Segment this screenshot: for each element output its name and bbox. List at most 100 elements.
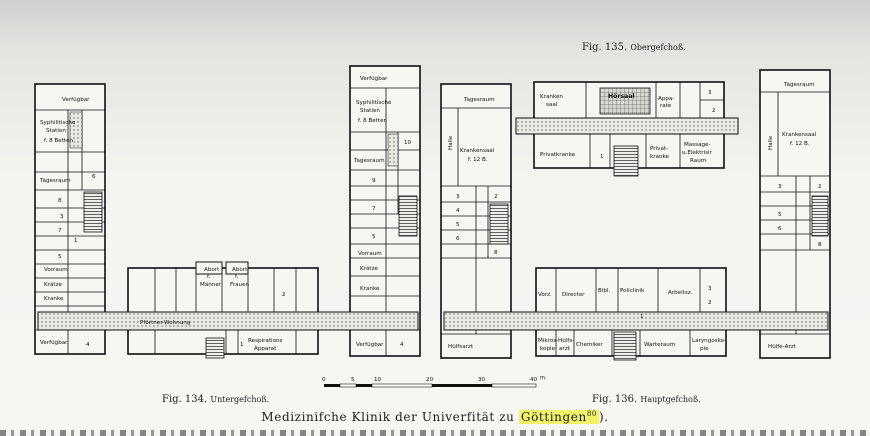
label-privatkranke: Privatkranke [540,152,576,158]
label-ks-ober-a: Kranken [540,94,563,100]
label-bibl: Bibl. [598,288,610,294]
label-hilfs-a: Hülfs- [558,338,574,344]
label-tagesraum-4: Tagesraum [783,82,815,88]
scale-tick: 10 [374,377,382,383]
label-apparate-a: Appa- [658,96,674,102]
room-number: 7 [58,228,62,234]
label-betten-1: f. 8 Betten [44,138,74,144]
room-number: 4 [400,342,404,348]
label-verfuegbar-2: Verfügbar [40,340,68,346]
label-massage-a: Massage- [684,142,711,148]
room-number: 5 [372,234,376,240]
caption-fig-135-title: Obergefchoß. [630,43,686,52]
room-number: 4 [456,208,460,214]
label-kraetze-1: Krätze [44,282,63,288]
label-tagesraum-2: Tagesraum [353,158,385,164]
caption-fig-136: Fig. 136. Hauptgefchoß. [592,394,701,405]
label-vorraum-2: Vorraum [358,251,382,257]
scale-tick: 20 [426,377,434,383]
room-number: 2 [818,184,822,190]
label-director: Director [562,292,585,298]
highlighted-word: Göttingen80 [518,410,599,424]
label-laryng-b: pie [700,346,709,352]
room-number: 3 [708,90,712,96]
caption-fig-136-number: Fig. 136. [592,394,638,405]
room-number: 1 [74,238,78,244]
plan-obergeschoss [515,81,739,177]
label-chemiker: Chemiker [576,342,603,348]
room-numbers: 6 8 3 7 1 5 4 10 9 7 5 4 2 1 3 2 4 5 6 8… [58,90,822,348]
caption-fig-135: Fig. 135. Obergefchoß. [582,42,686,53]
label-privat-a: Privat- [650,146,668,152]
label-arbeitsz: Arbeitsz. [668,290,693,296]
label-vorz: Vorz. [538,292,552,298]
label-privat-b: kranke [650,154,670,160]
label-halle-2: Halle [768,135,774,150]
room-number: 1 [240,342,244,348]
label-syph2-b: Station [360,108,380,114]
label-tagesraum-3: Tagesraum [463,97,495,103]
label-syph-a: Syphilitische [40,120,76,126]
room-number: 7 [372,206,376,212]
room-number: 8 [58,198,62,204]
label-ks12-a2: Krankensaal [782,132,817,138]
label-syph2-a: Syphilitische [356,100,392,106]
label-abort-a2: Abort [232,267,248,273]
label-huelfe-arzt: Hülfe-Arzt [768,344,797,350]
room-number: 5 [778,212,782,218]
label-kraetze-2: Krätze [360,266,379,272]
room-number: 8 [494,250,498,256]
plan-hauptgeschoss [440,69,831,361]
label-vorraum-1: Vorraum [44,267,68,273]
label-resp-a: Respirations [248,338,283,344]
highlight-text: Göttingen [520,410,587,424]
room-number: 3 [708,286,712,292]
caption-fig-134-number: Fig. 134. [162,394,208,405]
room-number: 9 [372,178,376,184]
label-huelfsarzt: Hülfsarzt [448,344,474,350]
label-abort-a1: Abort [204,267,220,273]
caption-fig-134: Fig. 134. Untergefchoß. [162,394,269,405]
main-caption-text: Medizinifche Klinik der Univerfität zu [261,410,515,424]
label-verfuegbar-1: Verfügbar [62,97,90,103]
label-ks12-b2: f. 12 B. [790,141,810,147]
label-verfuegbar-4: Verfügbar [356,342,384,348]
room-number: 3 [778,184,782,190]
label-verfuegbar-3: Verfügbar [360,76,388,82]
scale-tick: 0 [322,377,326,383]
label-kranke-1: Kranke [44,296,64,302]
label-massage-b: u.Elektrisir [682,150,713,156]
label-hoersaal: Hörsaal [608,93,635,100]
label-ks12-a1: Krankensaal [460,148,495,154]
room-number: 10 [404,140,412,146]
room-number: 6 [92,174,96,180]
label-betten-2: f. 8 Betten [358,118,388,124]
label-laryng-a: Laryngosko- [692,338,726,344]
label-abort-f2: f. [235,274,239,280]
footnote-mark: 80 [586,410,597,418]
plan-labels: Verfügbar Syphilitische Station f. 8 Bet… [39,76,817,352]
room-number: 1 [600,154,604,160]
caption-fig-134-title: Untergefchoß. [210,395,270,404]
room-number: 2 [494,194,498,200]
label-pfoertner: Pförtner-Wohnung [140,320,191,326]
label-policlinik: Policlinik [620,288,645,294]
label-mikro-a: Mikros- [538,338,558,344]
scale-bar: 0 5 10 20 30 40 m. [322,375,547,388]
label-abort-m: Männer [200,282,222,288]
room-number: 2 [712,108,716,114]
room-number: 1 [640,314,644,320]
plan-untergeschoss [34,65,421,359]
room-number: 2 [708,300,712,306]
cropped-text-line [0,430,870,436]
label-hilfs-b: arzt [559,346,571,352]
scale-tick: 40 [530,377,538,383]
label-abort-fr: Frauen [230,282,250,288]
room-number: 6 [456,236,460,242]
main-caption-suffix: ). [598,410,609,424]
room-number: 3 [60,214,64,220]
room-number: 5 [456,222,460,228]
room-number: 6 [778,226,782,232]
